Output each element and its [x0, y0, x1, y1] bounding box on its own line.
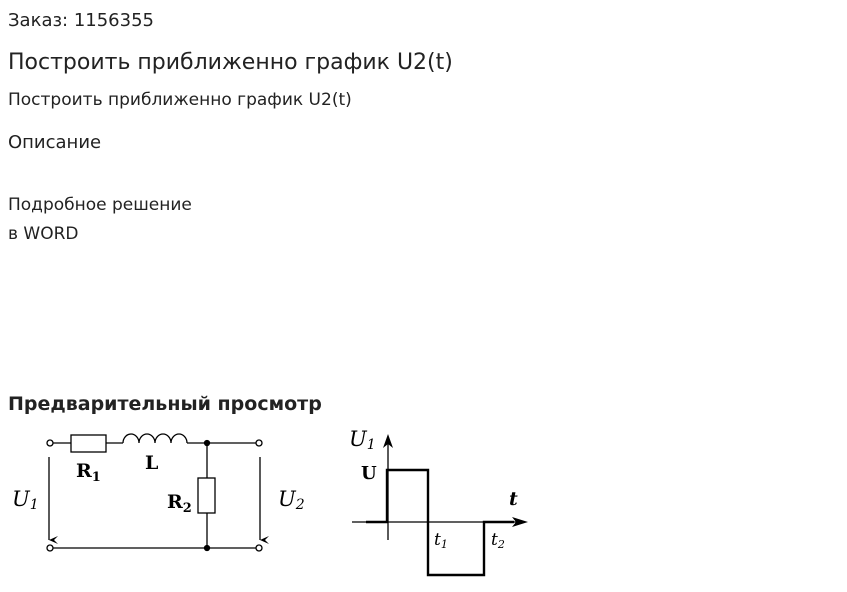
input-voltage-label: U1 [12, 487, 39, 513]
preview-heading: Предварительный просмотр [8, 393, 322, 415]
resistor-r1 [70, 434, 107, 453]
terminal-node [255, 544, 263, 552]
resistor-r2 [197, 477, 216, 514]
circuit-diagram [46, 433, 269, 552]
page-subtitle: Построить приближенно график U2(t) [8, 90, 352, 110]
page-title: Построить приближенно график U2(t) [8, 50, 453, 75]
terminal-node [255, 439, 263, 447]
output-voltage-label: U2 [278, 487, 305, 513]
signal-trace [366, 468, 514, 577]
l-label: L [145, 452, 158, 474]
t1-label: t1 [434, 530, 448, 551]
preview-image: R1 L R2 U1 U2 U1 U t t1 t2 [12, 427, 528, 577]
terminal-node [46, 544, 54, 552]
description-heading: Описание [8, 132, 102, 153]
description-line: Подробное решение [8, 195, 192, 215]
t2-label: t2 [491, 530, 505, 551]
r2-label: R2 [167, 491, 192, 516]
level-label: U [361, 463, 377, 484]
inductor-l [122, 433, 188, 444]
order-number: Заказ: 1156355 [8, 10, 154, 31]
waveform-graph [352, 434, 528, 577]
x-axis-label: t [509, 488, 518, 510]
r1-label: R1 [76, 460, 101, 485]
description-line: в WORD [8, 224, 79, 244]
y-axis-label: U1 [349, 427, 376, 453]
terminal-node [46, 439, 54, 447]
